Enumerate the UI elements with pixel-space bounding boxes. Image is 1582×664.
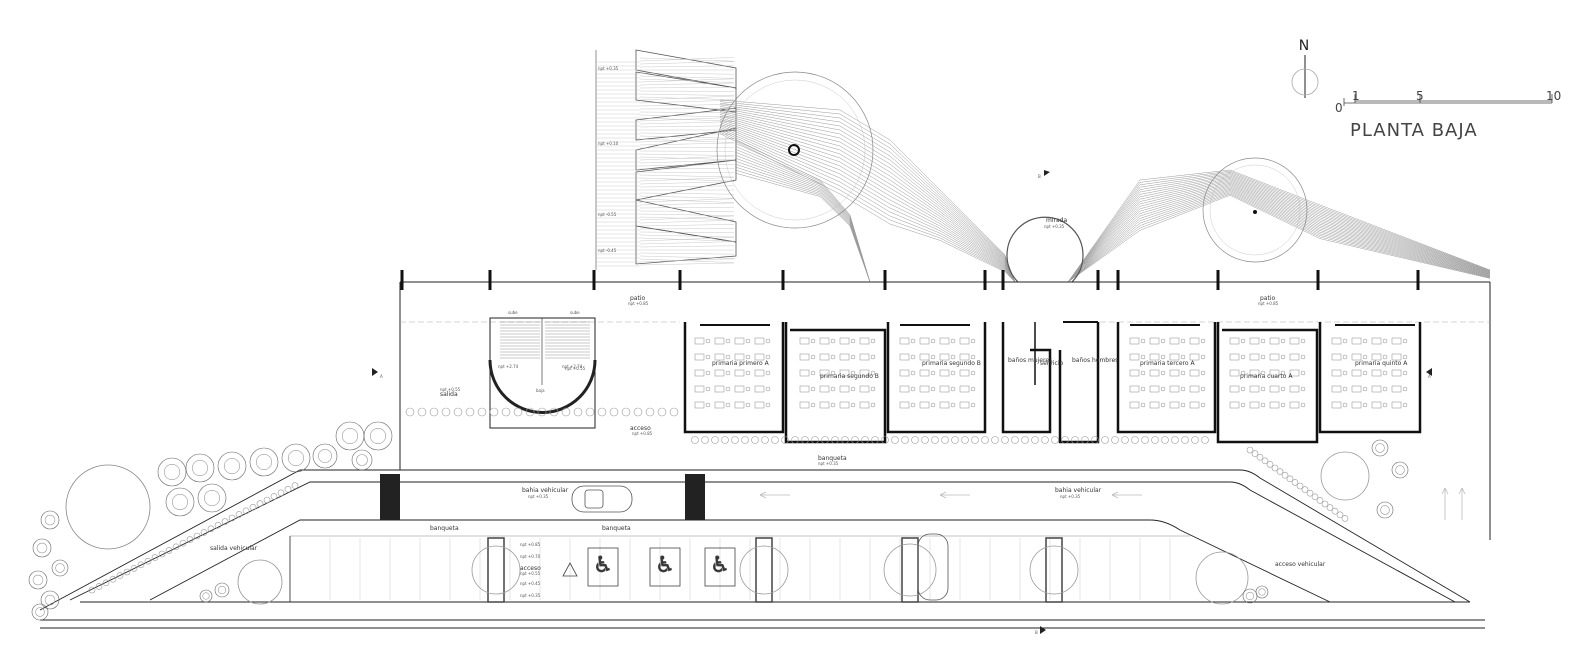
svg-text:npt +0.35: npt +0.35 [1060,494,1081,499]
lower-level-labels: npt +0.85 npt +0.70 npt +0.55 npt +0.45 … [520,542,541,598]
accessible-icon: ♿ [710,553,730,578]
bathrooms [1001,321,1100,444]
building-outline [399,281,1491,540]
tree-canopy-top-right [1202,157,1308,263]
contours-right [1067,169,1491,283]
tree-canopy-top-left [716,71,874,229]
svg-text:sube: sube [570,310,580,315]
svg-text:acceso: acceso [520,565,541,572]
svg-text:npt +2.74: npt +2.74 [498,364,519,369]
svg-text:A: A [1428,374,1431,379]
svg-text:npt +0.35: npt +0.35 [818,461,839,466]
columns [400,270,1420,290]
svg-text:banqueta: banqueta [430,525,459,532]
svg-text:primaria segundo B: primaria segundo B [922,360,981,367]
site-labels: salida npt +0.55 acceso npt +0.85 banque… [210,366,1326,572]
ramp-terraces [595,49,737,270]
stair-labels: sube baja sube npt +2.74 npt +2.74 [498,310,583,393]
svg-text:B: B [1035,630,1038,635]
mirador-ring [1006,216,1084,283]
svg-text:primaria quinto A: primaria quinto A [1355,360,1408,367]
svg-text:N: N [1299,38,1309,54]
svg-text:salida vehicular: salida vehicular [210,545,258,552]
svg-text:A: A [380,374,383,379]
accessible-icon: ♿ [593,553,613,578]
scale-0: 0 [1335,101,1343,115]
contours-left [719,99,1016,283]
svg-text:primaria tercero A: primaria tercero A [1140,360,1195,367]
svg-text:npt +0.55: npt +0.55 [565,366,586,371]
svg-text:primaria primero A: primaria primero A [712,360,770,367]
scale-10: 10 [1546,89,1561,103]
svg-text:npt +0.85: npt +0.85 [520,542,541,547]
scale-5: 5 [1416,89,1424,103]
scale-1: 1 [1352,89,1360,103]
svg-text:npt -0.45: npt -0.45 [598,248,617,253]
section-markers: A A B B [372,170,1432,635]
svg-text:npt +0.35: npt +0.35 [598,66,619,71]
north-arrow: N [1291,38,1319,98]
svg-text:npt +0.70: npt +0.70 [520,554,541,559]
room-labels: patio npt +0.85 patio npt +0.85 primaria… [628,217,1408,380]
svg-text:mirada: mirada [1046,217,1067,224]
ramp-level-labels: npt +0.35 npt +0.10 npt -0.55 npt -0.45 [598,66,619,253]
svg-text:npt +0.55: npt +0.55 [520,571,541,576]
svg-text:npt +0.35: npt +0.35 [520,593,541,598]
svg-text:baños hombres: baños hombres [1072,357,1118,364]
lane-stripes [329,538,1171,600]
stair-block [488,317,597,429]
svg-text:patio: patio [630,295,646,302]
ramp-steps [596,57,735,267]
svg-text:acceso vehicular: acceso vehicular [1275,561,1326,568]
svg-text:servicio: servicio [1040,360,1063,367]
svg-text:salida: salida [440,391,458,398]
svg-text:npt +0.85: npt +0.85 [1258,301,1279,306]
svg-text:sube: sube [508,310,518,315]
svg-text:baja: baja [536,388,545,393]
accessible-icon: ♿ [655,553,675,578]
car-icons [571,485,949,601]
classrooms [683,322,1422,444]
desk-grid [694,337,1408,409]
parking-stalls: ♿ ♿ ♿ [562,547,736,587]
svg-text:acceso: acceso [630,425,651,432]
svg-text:patio: patio [1260,295,1276,302]
svg-text:B: B [1038,174,1041,179]
svg-text:npt +2.74: npt +2.74 [562,364,583,369]
svg-text:primaria segundo B: primaria segundo B [820,373,879,380]
svg-text:npt +0.35: npt +0.35 [528,494,549,499]
svg-text:bahia vehicular: bahia vehicular [522,487,569,494]
svg-text:npt +0.85: npt +0.85 [628,301,649,306]
svg-text:baños mujeres: baños mujeres [1008,357,1052,364]
svg-text:npt +0.55: npt +0.55 [440,387,461,392]
svg-text:banqueta: banqueta [818,455,847,462]
traffic-arrows [759,487,1466,520]
vegetation [28,407,1409,621]
drawing-title: PLANTA BAJA [1350,120,1478,141]
road-posts [380,474,705,520]
svg-text:npt +0.45: npt +0.45 [520,581,541,586]
svg-text:primaria cuarto A: primaria cuarto A [1240,373,1293,380]
svg-text:bahia vehicular: bahia vehicular [1055,487,1102,494]
svg-text:npt -0.55: npt -0.55 [598,212,617,217]
svg-text:banqueta: banqueta [602,525,631,532]
svg-text:npt +0.35: npt +0.35 [1044,224,1065,229]
svg-text:npt +0.85: npt +0.85 [632,431,653,436]
scale-bar [1343,94,1553,106]
roads [39,469,1485,629]
tree-wells [65,451,1370,605]
svg-text:npt +0.10: npt +0.10 [598,141,619,146]
